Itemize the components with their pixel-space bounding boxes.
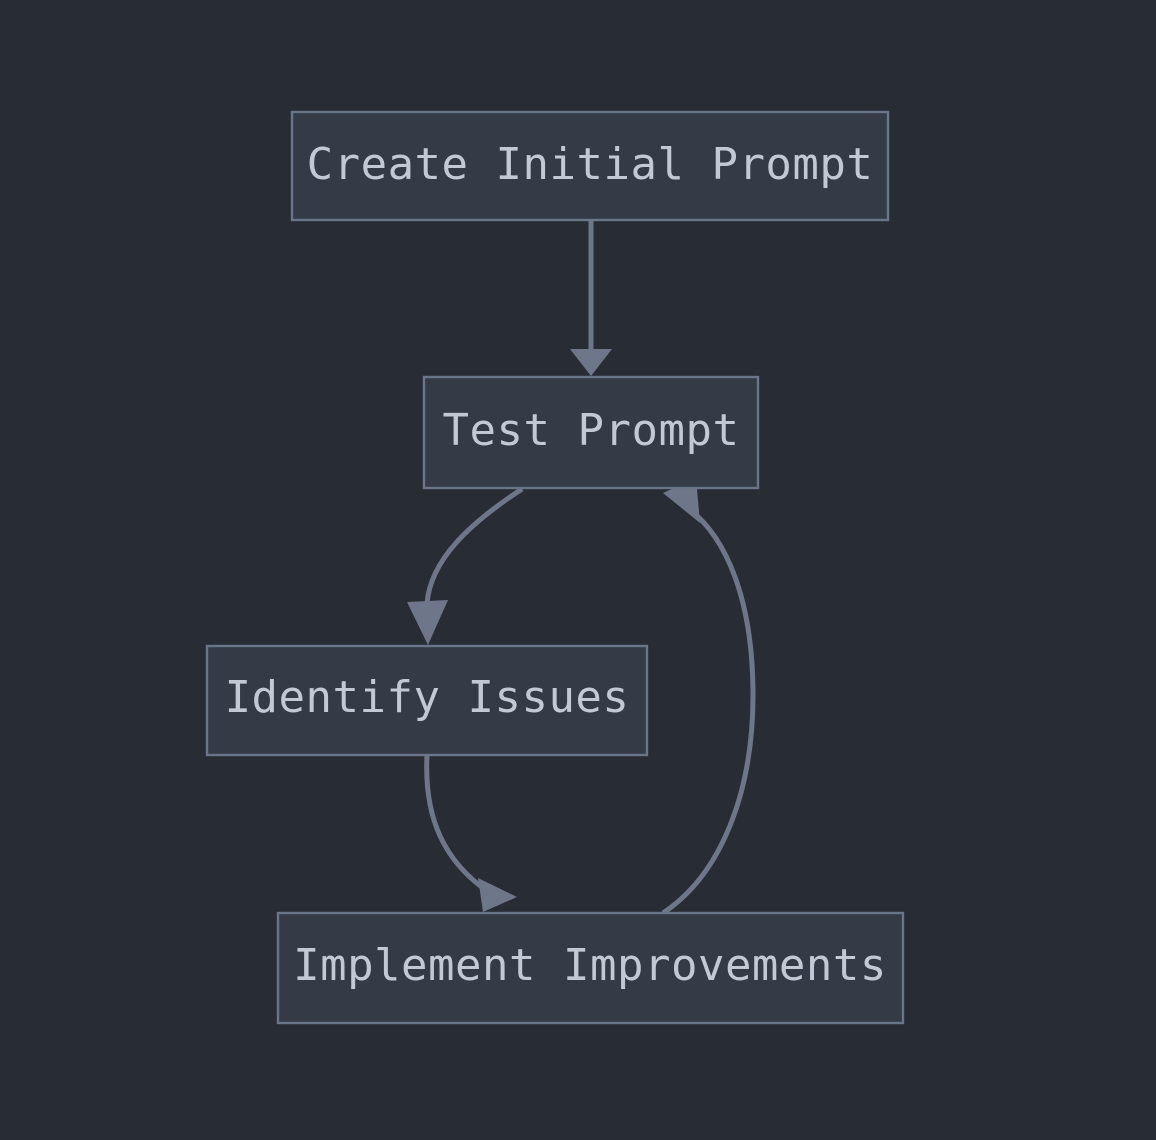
edge-identify-to-implement <box>424 755 517 912</box>
edge-identify-to-implement-line <box>424 755 492 896</box>
edge-implement-to-test-line <box>661 507 756 916</box>
node-identify-issues[interactable]: Identify Issues <box>205 644 649 757</box>
edge-test-to-identify-arrowhead <box>407 600 448 645</box>
edge-layer <box>407 220 756 916</box>
node-create-initial-prompt[interactable]: Create Initial Prompt <box>290 110 890 222</box>
edge-identify-to-implement-arrowhead <box>478 878 517 912</box>
node-layer: Create Initial Prompt Test Prompt Identi… <box>205 110 905 1025</box>
edge-create-to-test <box>570 220 612 376</box>
node-test-prompt-label: Test Prompt <box>443 405 740 456</box>
node-test-prompt[interactable]: Test Prompt <box>422 375 760 490</box>
node-implement-improvements-box[interactable] <box>276 911 905 1025</box>
node-create-initial-prompt-label: Create Initial Prompt <box>307 139 874 190</box>
node-implement-improvements[interactable]: Implement Improvements <box>276 911 905 1025</box>
edge-create-to-test-arrowhead <box>570 349 612 376</box>
edge-test-to-identify <box>407 486 524 645</box>
edge-implement-to-test-arrowhead <box>663 478 700 523</box>
node-create-initial-prompt-box[interactable] <box>290 110 890 222</box>
edge-implement-to-test <box>661 478 756 916</box>
node-identify-issues-box[interactable] <box>205 644 649 757</box>
node-test-prompt-box[interactable] <box>422 375 760 490</box>
node-implement-improvements-label: Implement Improvements <box>293 940 887 991</box>
node-identify-issues-label: Identify Issues <box>225 672 630 723</box>
edge-test-to-identify-line <box>424 486 524 605</box>
